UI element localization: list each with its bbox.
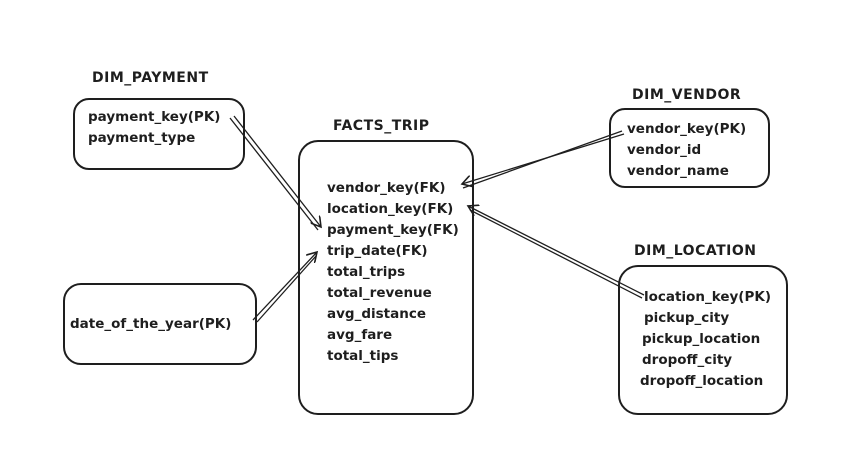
facts-trip-title: FACTS_TRIP xyxy=(333,118,430,134)
field-avg-fare: avg_fare xyxy=(327,327,393,343)
field-vendor-id: vendor_id xyxy=(627,142,702,158)
field-pickup-city: pickup_city xyxy=(644,310,730,326)
dim-location-table[interactable] xyxy=(618,265,788,415)
field-payment-type: payment_type xyxy=(88,130,196,146)
field-dropoff-location: dropoff_location xyxy=(640,373,764,389)
field-date-of-the-year-pk: date_of_the_year(PK) xyxy=(70,316,232,332)
link-date xyxy=(256,255,317,323)
dim-vendor-fields: vendor_key(PK) vendor_id vendor_name xyxy=(627,119,746,182)
field-avg-distance: avg_distance xyxy=(327,306,426,322)
field-vendor-name: vendor_name xyxy=(627,163,729,179)
field-payment-key-pk: payment_key(PK) xyxy=(88,109,221,125)
field-pickup-location: pickup_location xyxy=(642,331,761,347)
dim-payment-title: DIM_PAYMENT xyxy=(92,70,209,86)
field-payment-key-fk: payment_key(FK) xyxy=(327,222,459,238)
dim-date-table[interactable] xyxy=(63,283,257,365)
field-location-key-fk: location_key(FK) xyxy=(327,201,454,217)
dim-vendor-title: DIM_VENDOR xyxy=(632,87,742,103)
dim-payment-fields: payment_key(PK) payment_type xyxy=(88,107,220,149)
field-location-key-pk: location_key(PK) xyxy=(644,289,771,305)
field-trip-date-fk: trip_date(FK) xyxy=(327,243,428,259)
link-location xyxy=(469,209,643,299)
dim-date-fields: date_of_the_year(PK) xyxy=(70,314,231,335)
dim-payment-table[interactable] xyxy=(73,98,245,170)
field-vendor-key-fk: vendor_key(FK) xyxy=(327,180,446,196)
field-dropoff-city: dropoff_city xyxy=(642,352,733,368)
dim-location-title: DIM_LOCATION xyxy=(634,243,757,259)
dim-location-fields: location_key(PK) pickup_city pickup_loca… xyxy=(640,287,771,392)
facts-trip-table[interactable] xyxy=(298,140,474,415)
field-total-revenue: total_revenue xyxy=(327,285,432,301)
facts-trip-fields: vendor_key(FK) location_key(FK) payment_… xyxy=(327,178,459,367)
field-vendor-key-pk: vendor_key(PK) xyxy=(627,121,747,137)
dim-vendor-table[interactable] xyxy=(609,108,770,188)
field-total-tips: total_tips xyxy=(327,348,399,364)
field-total-trips: total_trips xyxy=(327,264,406,280)
